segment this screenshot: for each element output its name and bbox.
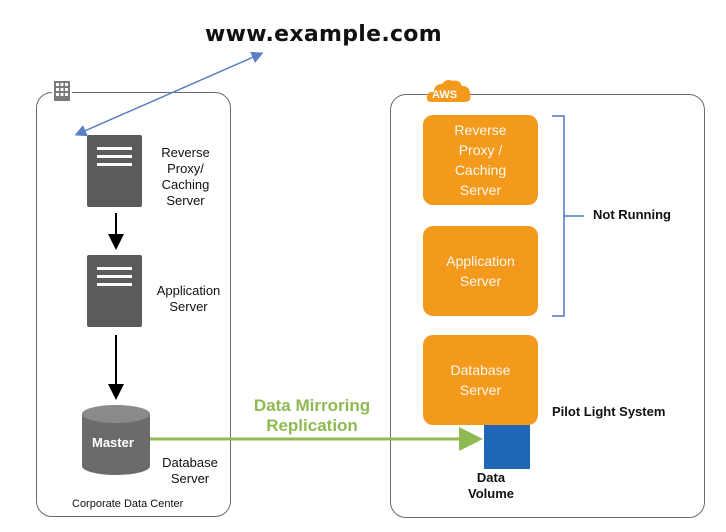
not-running-label: Not Running (593, 207, 671, 222)
application-server-icon (87, 255, 142, 327)
aws-app-label: Application Server (446, 253, 515, 289)
data-volume-label: Data Volume (468, 470, 514, 501)
replication-label: Data Mirroring Replication (253, 396, 371, 435)
corp-proxy-label: Reverse Proxy/ Caching Server (161, 145, 210, 208)
corp-db-label: Database Server (162, 455, 218, 486)
not-running-bracket (552, 115, 565, 317)
pilot-light-label: Pilot Light System (552, 404, 666, 419)
master-label: Master (92, 435, 134, 450)
corporate-region-label: Corporate Data Center (72, 498, 184, 510)
aws-badge-label: AWS (432, 89, 458, 101)
aws-db-label: Database Server (450, 362, 511, 398)
corp-app-label: Application Server (156, 283, 221, 314)
aws-cloud-icon (425, 76, 473, 106)
building-icon (52, 80, 72, 102)
url-connection-arrow (74, 51, 264, 137)
site-url: www.example.com (205, 22, 442, 47)
reverse-proxy-server-icon (87, 135, 142, 207)
aws-proxy-label: Reverse Proxy / Caching Server (454, 122, 507, 198)
aws-proxy-server: Reverse Proxy / Caching Server (423, 115, 538, 205)
database-cylinder-icon (82, 405, 150, 475)
aws-app-server: Application Server (423, 226, 538, 316)
aws-db-server: Database Server (423, 335, 538, 425)
